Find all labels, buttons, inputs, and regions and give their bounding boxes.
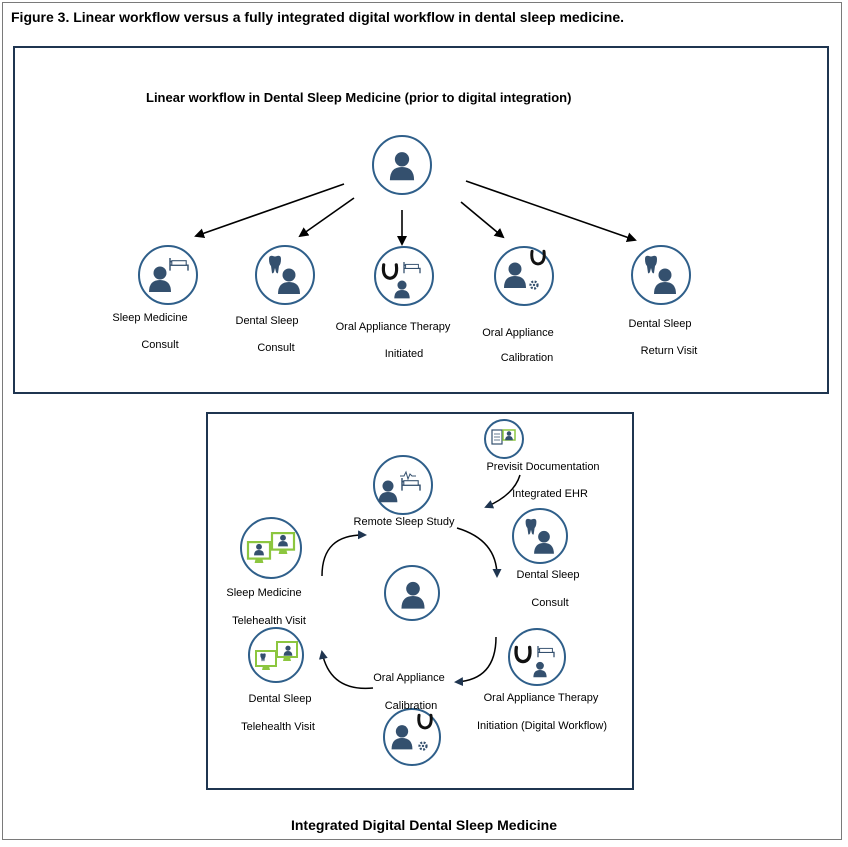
previsit-label-1: Previsit Documentation bbox=[486, 461, 600, 473]
sleep-telehealth-icon bbox=[240, 517, 302, 579]
remote-sleep-study-icon bbox=[373, 455, 433, 515]
oat-label-2: Initiation (Digital Workflow) bbox=[476, 720, 608, 732]
dentist-tooth-icon bbox=[255, 245, 315, 305]
integrated-workflow-title: Integrated Digital Dental Sleep Medicine bbox=[290, 817, 558, 833]
oat-label-1: Oral Appliance Therapy bbox=[483, 692, 599, 704]
dental-telehealth-label-1: Dental Sleep bbox=[248, 693, 312, 705]
center-patient-icon bbox=[384, 565, 440, 621]
oral-appliance-bed-icon bbox=[374, 246, 434, 306]
linear-workflow-panel bbox=[13, 46, 829, 394]
sleep-telehealth-label-1: Sleep Medicine bbox=[226, 587, 302, 599]
dentist-tooth-icon bbox=[631, 245, 691, 305]
linear-node-2-label-2: Consult bbox=[257, 342, 295, 354]
dentist-tooth-icon bbox=[512, 508, 568, 564]
linear-node-3-label-2: Initiated bbox=[384, 348, 424, 360]
oral-appliance-calibration-icon bbox=[383, 708, 441, 766]
sleep-telehealth-label-2: Telehealth Visit bbox=[232, 615, 306, 627]
linear-node-4-label-2: Calibration bbox=[500, 352, 554, 364]
previsit-label-2: Integrated EHR bbox=[512, 488, 588, 500]
linear-node-3-label-1: Oral Appliance Therapy bbox=[335, 321, 451, 333]
linear-arrows bbox=[194, 180, 637, 246]
ehr-document-icon bbox=[484, 419, 524, 459]
dental-consult-label-2: Consult bbox=[531, 597, 569, 609]
patient-icon bbox=[372, 135, 432, 195]
figure-title: Figure 3. Linear workflow versus a fully… bbox=[11, 9, 625, 25]
integrated-workflow-panel bbox=[206, 412, 634, 790]
linear-node-2-label-1: Dental Sleep bbox=[235, 315, 299, 327]
oral-appliance-calibration-icon bbox=[494, 246, 554, 306]
linear-node-1-label-1: Sleep Medicine bbox=[112, 312, 188, 324]
dental-consult-label-1: Dental Sleep bbox=[516, 569, 580, 581]
linear-node-5-label-2: Return Visit bbox=[640, 345, 698, 357]
linear-workflow-title: Linear workflow in Dental Sleep Medicine… bbox=[146, 90, 572, 105]
linear-node-1-label-2: Consult bbox=[141, 339, 179, 351]
dental-telehealth-label-2: Telehealth Visit bbox=[241, 721, 315, 733]
linear-node-5-label-1: Dental Sleep bbox=[628, 318, 692, 330]
dental-telehealth-icon bbox=[248, 627, 304, 683]
sleep-physician-bed-icon bbox=[138, 245, 198, 305]
calibration-label-2: Calibration bbox=[384, 700, 438, 712]
oral-appliance-bed-icon bbox=[508, 628, 566, 686]
remote-sleep-study-label: Remote Sleep Study bbox=[353, 516, 455, 528]
linear-node-4-label-1: Oral Appliance bbox=[482, 327, 554, 339]
integrated-cycle-arrows bbox=[318, 474, 521, 690]
calibration-label-1: Oral Appliance bbox=[373, 672, 445, 684]
